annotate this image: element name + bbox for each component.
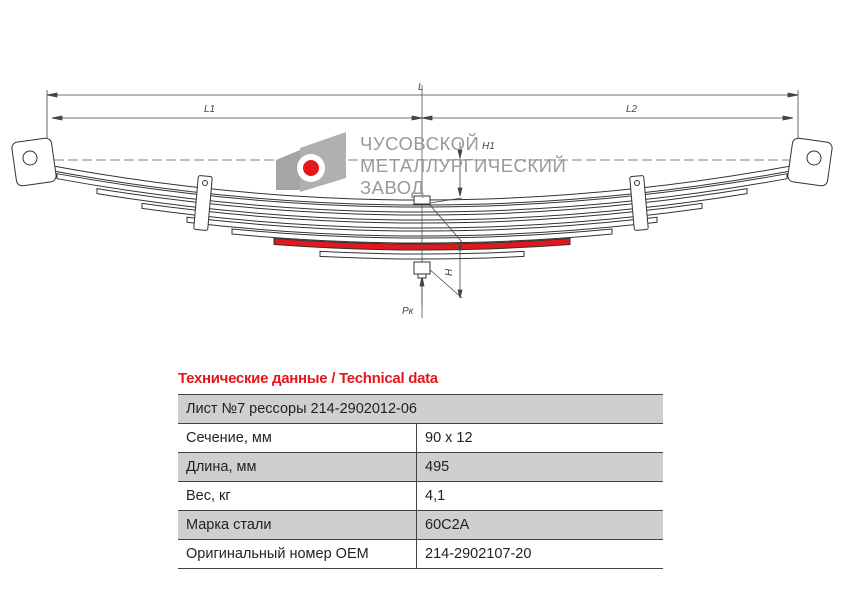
dim-total-label: L: [418, 82, 424, 93]
row-label: Длина, мм: [178, 452, 417, 482]
logo-line-2: МЕТАЛЛУРГИЧЕСКИЙ: [360, 155, 567, 176]
clamps: [193, 175, 649, 279]
technical-data-table: Лист №7 рессоры 214-2902012-06 Сечение, …: [178, 394, 663, 569]
logo-line-1: ЧУСОВСКОЙ: [360, 133, 480, 154]
leaf-spring-drawing: L L1 L2 H1 H Pк: [11, 82, 833, 318]
force-label: Pк: [402, 306, 415, 317]
height-top-label: H1: [482, 141, 495, 152]
table-header-row: Лист №7 рессоры 214-2902012-06: [178, 394, 663, 424]
spring-leaf: [96, 188, 748, 221]
company-logo-text: ЧУСОВСКОЙ МЕТАЛЛУРГИЧЕСКИЙ ЗАВОД: [360, 133, 566, 199]
row-value: 90 x 12: [416, 423, 663, 453]
spring-leaf: [186, 216, 658, 237]
row-value: 214-2902107-20: [416, 539, 663, 569]
logo-mark: [276, 132, 346, 192]
spring-leaf: [231, 228, 613, 244]
spring-eyes: [11, 137, 833, 187]
table-header: Лист №7 рессоры 214-2902012-06: [178, 394, 663, 424]
dim-left-label: L1: [204, 104, 215, 115]
row-label: Вес, кг: [178, 481, 417, 511]
row-value: 60С2А: [416, 510, 663, 540]
row-value: 495: [416, 452, 663, 482]
row-label: Оригинальный номер OEM: [178, 539, 417, 569]
height-bottom-label: H: [444, 268, 455, 276]
dimension-lines: [46, 90, 799, 305]
spring-leaf: [56, 173, 788, 213]
dim-right-label: L2: [626, 104, 638, 115]
spring-leaf: [141, 202, 703, 229]
logo-line-3: ЗАВОД: [360, 177, 425, 198]
table-title: Технические данные / Technical data: [178, 370, 438, 387]
row-value: 4,1: [416, 481, 663, 511]
row-label: Сечение, мм: [178, 423, 417, 453]
row-label: Марка стали: [178, 510, 417, 540]
